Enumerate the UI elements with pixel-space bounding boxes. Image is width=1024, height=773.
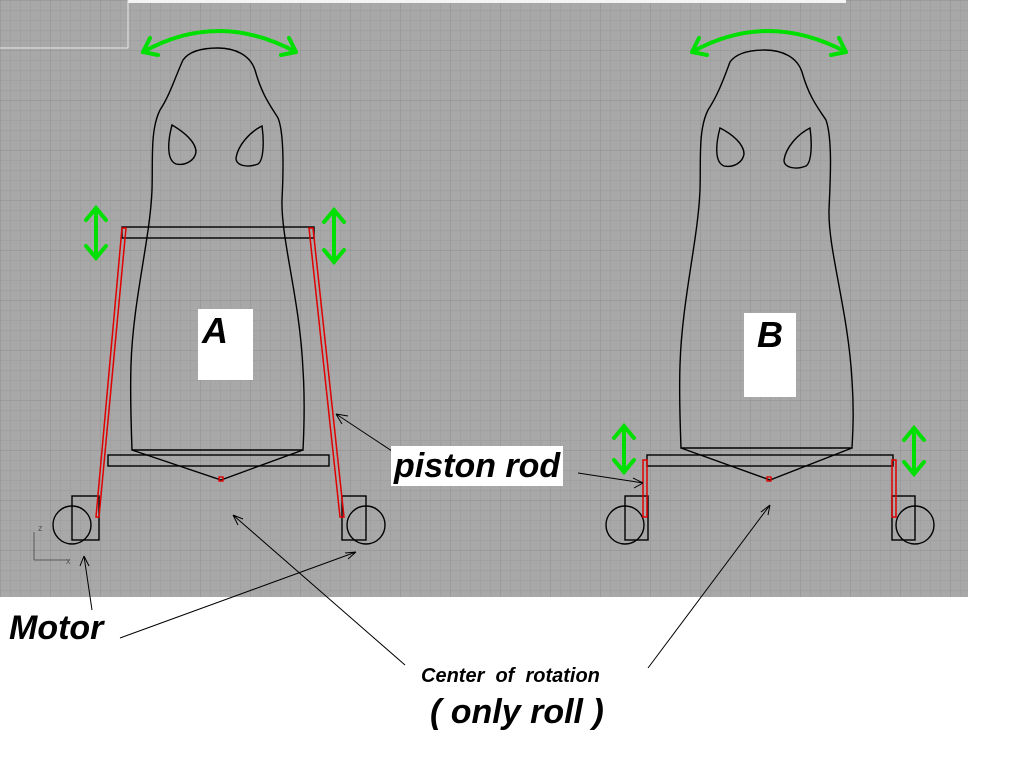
- seat-b-left-eye: [716, 126, 745, 168]
- axis-x-label: x: [66, 556, 71, 566]
- axis-z-label: z: [38, 523, 43, 533]
- motion-arrows: [84, 29, 926, 478]
- cad-viewport: [0, 0, 968, 597]
- seat-a-left-piston: [95, 227, 127, 518]
- motor-leader-left: [79, 555, 93, 611]
- seat-b-left-lift-arrow-icon: [612, 422, 636, 476]
- axis-gizmo-icon: z x: [33, 523, 71, 566]
- seat-a-base-plate: [107, 454, 330, 467]
- seat-b-outline: [678, 49, 854, 449]
- seat-b-left-motor: [605, 495, 649, 545]
- seat-a-outline: [129, 47, 305, 451]
- leader-lines: [79, 413, 771, 669]
- seat-a-left-eye: [168, 123, 197, 166]
- seat-a-left-lift-arrow-icon: [84, 204, 108, 262]
- seat-a-right-eye: [235, 124, 264, 167]
- seat-b-roll-arrow-icon: [690, 29, 848, 57]
- motor-leader-right: [119, 551, 357, 639]
- piston-leader-a: [335, 413, 399, 456]
- seat-a-center-pivot: [218, 476, 224, 482]
- seat-a-right-motor: [341, 495, 386, 545]
- seat-a-left-motor: [52, 495, 100, 545]
- seat-b-left-piston: [642, 459, 648, 518]
- seat-a-pistons: [95, 227, 345, 518]
- seat-b-right-eye: [783, 126, 812, 169]
- seat-a-right-piston: [308, 227, 345, 518]
- piston-rod-label: piston rod: [391, 446, 564, 486]
- seat-b-right-lift-arrow-icon: [902, 424, 926, 478]
- motor-label: Motor: [9, 609, 104, 647]
- seat-a-roll-arrow-icon: [141, 29, 298, 57]
- seat-b-right-motor: [891, 495, 935, 545]
- seat-b-base-cone: [680, 447, 853, 481]
- center-of-rotation-label: Center of rotation: [421, 665, 600, 687]
- piston-leader-b: [577, 472, 644, 489]
- seat-a-base-cone: [131, 449, 304, 481]
- center-leader-a: [232, 514, 406, 666]
- center-leader-b: [647, 504, 771, 669]
- seat-a-right-lift-arrow-icon: [322, 206, 346, 266]
- seat-b-pistons: [642, 459, 897, 518]
- seat-b-label: B: [744, 313, 796, 397]
- seat-b-center-pivot: [766, 476, 772, 482]
- only-roll-label: ( only roll ): [430, 693, 604, 731]
- seat-a-label: A: [198, 309, 253, 380]
- seat-b-right-piston: [891, 459, 897, 518]
